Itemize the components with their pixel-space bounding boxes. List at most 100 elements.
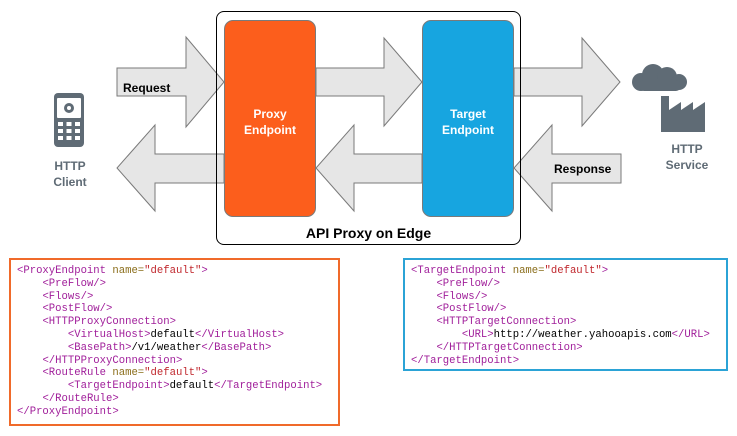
proxy-to-client-arrow — [116, 123, 225, 213]
code-token: "default" — [144, 265, 202, 277]
code-line: <TargetEndpoint name="default"> — [411, 265, 710, 278]
code-token: name= — [106, 265, 145, 277]
code-line: <PreFlow/> — [17, 278, 322, 291]
code-token — [17, 380, 68, 392]
code-token: </HTTPProxyConnection> — [42, 354, 183, 367]
code-token: </TargetEndpoint> — [411, 354, 520, 367]
code-line: </TargetEndpoint> — [411, 355, 710, 368]
target-endpoint-label-line2: Endpoint — [442, 123, 494, 137]
code-token — [17, 278, 42, 290]
code-token: name= — [506, 265, 545, 277]
code-token: <HTTPProxyConnection> — [42, 316, 176, 329]
code-line: </ProxyEndpoint> — [17, 406, 322, 419]
code-token: </BasePath> — [201, 341, 272, 354]
code-token: </HTTPTargetConnection> — [436, 341, 583, 354]
code-token — [17, 355, 42, 367]
code-token: </URL> — [671, 328, 710, 341]
code-line: <ProxyEndpoint name="default"> — [17, 265, 322, 278]
code-token: <RouteRule — [42, 367, 107, 380]
code-line: <PostFlow/> — [17, 303, 322, 316]
code-line: <Flows/> — [17, 291, 322, 304]
code-token: /v1/weather — [131, 341, 202, 354]
http-service-label-line2: Service — [665, 158, 709, 172]
code-token — [411, 303, 436, 315]
code-line: <VirtualHost>default</VirtualHost> — [17, 329, 322, 342]
code-token: "default" — [144, 367, 202, 380]
code-line: </HTTPProxyConnection> — [17, 355, 322, 368]
proxy-endpoint-xml-box: <ProxyEndpoint name="default"> <PreFlow/… — [9, 258, 340, 426]
code-token — [17, 329, 68, 341]
proxy-endpoint-label-line1: Proxy — [253, 107, 287, 121]
code-line: <TargetEndpoint>default</TargetEndpoint> — [17, 380, 322, 393]
code-token: > — [201, 265, 208, 277]
code-token: <URL> — [461, 328, 494, 341]
code-token: name= — [106, 367, 145, 380]
proxy-endpoint-label-line2: Endpoint — [244, 123, 296, 137]
code-token: http://weather.yahooapis.com — [493, 328, 672, 341]
code-token — [411, 342, 436, 354]
code-token: <PostFlow/> — [436, 303, 507, 316]
code-token: <Flows/> — [42, 290, 94, 303]
code-token: <TargetEndpoint — [411, 265, 507, 277]
code-token: <HTTPTargetConnection> — [436, 316, 577, 329]
code-token — [411, 329, 462, 341]
code-token — [411, 316, 436, 328]
code-token: <PreFlow/> — [42, 277, 107, 290]
code-line: <HTTPTargetConnection> — [411, 316, 710, 329]
code-line: <RouteRule name="default"> — [17, 367, 322, 380]
code-token: <ProxyEndpoint — [17, 265, 107, 277]
code-token — [411, 291, 436, 303]
mobile-phone-icon — [54, 93, 84, 147]
proxy-endpoint-box: Proxy Endpoint — [224, 20, 316, 217]
cloud-factory-icon — [632, 64, 705, 132]
code-token: <VirtualHost> — [67, 328, 151, 341]
code-token — [17, 342, 68, 354]
code-token: > — [601, 265, 609, 277]
proxy-to-target-arrow — [315, 36, 423, 128]
target-to-service-arrow — [513, 36, 621, 128]
code-token — [17, 367, 42, 379]
code-token: default — [150, 328, 196, 341]
code-line: </HTTPTargetConnection> — [411, 342, 710, 355]
target-endpoint-xml-box: <TargetEndpoint name="default"> <PreFlow… — [403, 258, 728, 371]
target-endpoint-xml: <TargetEndpoint name="default"> <PreFlow… — [411, 265, 710, 367]
code-line: <PreFlow/> — [411, 278, 710, 291]
target-to-proxy-arrow — [315, 123, 423, 213]
api-proxy-container — [216, 11, 521, 245]
target-endpoint-box: Target Endpoint — [422, 20, 514, 217]
code-token — [17, 303, 42, 315]
code-token: </VirtualHost> — [195, 328, 285, 341]
code-token: <BasePath> — [67, 341, 132, 354]
code-line: <Flows/> — [411, 291, 710, 304]
http-service-label-line1: HTTP — [671, 142, 703, 156]
code-token: <PreFlow/> — [436, 277, 501, 290]
code-token — [17, 393, 42, 405]
code-line: <HTTPProxyConnection> — [17, 316, 322, 329]
code-line: <URL>http://weather.yahooapis.com</URL> — [411, 329, 710, 342]
code-line: </RouteRule> — [17, 393, 322, 406]
http-service-label: HTTP Service — [655, 141, 719, 173]
code-token: default — [169, 380, 215, 393]
code-token: "default" — [544, 265, 602, 277]
response-label: Response — [554, 162, 612, 176]
code-token — [17, 291, 42, 303]
response-arrow — [513, 123, 622, 213]
request-label: Request — [123, 81, 171, 95]
code-line: <PostFlow/> — [411, 303, 710, 316]
code-token: </ProxyEndpoint> — [17, 405, 119, 418]
http-client-label-line1: HTTP — [54, 159, 86, 173]
code-token: </TargetEndpoint> — [214, 380, 323, 393]
target-endpoint-label-line1: Target — [450, 107, 486, 121]
code-token: <PostFlow/> — [42, 303, 113, 316]
code-token: <TargetEndpoint> — [67, 380, 170, 393]
code-token — [17, 316, 42, 328]
code-token — [411, 278, 436, 290]
api-proxy-label: API Proxy on Edge — [305, 225, 432, 241]
request-arrow — [116, 35, 225, 129]
code-token: <Flows/> — [436, 290, 488, 303]
http-client-label: HTTP Client — [40, 158, 100, 190]
proxy-endpoint-xml: <ProxyEndpoint name="default"> <PreFlow/… — [17, 265, 322, 419]
code-token: > — [201, 367, 208, 380]
code-line: <BasePath>/v1/weather</BasePath> — [17, 342, 322, 355]
